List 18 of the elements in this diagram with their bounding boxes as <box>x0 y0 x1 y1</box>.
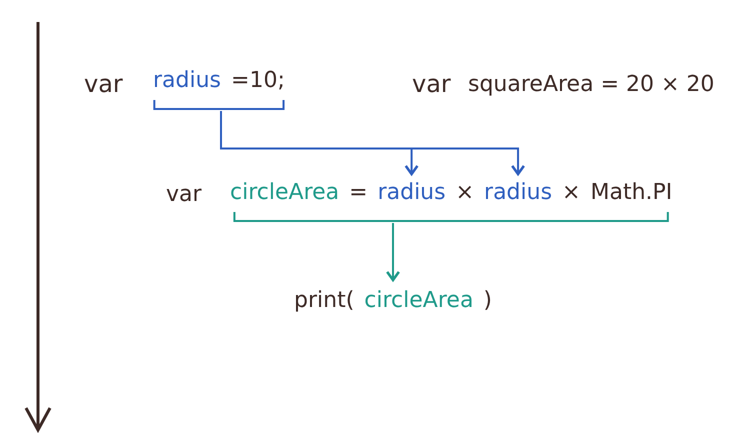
code-text: radius <box>378 179 446 207</box>
code-text: var <box>412 69 451 100</box>
code-text: ) <box>483 287 492 315</box>
code-text: print( <box>294 287 354 315</box>
code-text: Math.PI <box>590 179 672 207</box>
code-text: var <box>84 69 123 100</box>
code-text: × <box>456 179 474 207</box>
code-text: radius <box>484 179 552 207</box>
code-text: × <box>562 179 580 207</box>
code-text: =10; <box>231 67 285 95</box>
code-text: radius <box>153 67 222 95</box>
arrow <box>220 111 526 176</box>
code-text: = <box>349 179 368 207</box>
code-text: circleArea <box>230 179 340 207</box>
code-text: circleArea <box>364 287 474 315</box>
arrow <box>386 223 400 282</box>
code-text: squareArea = 20 × 20 <box>468 71 714 99</box>
code-text: var <box>166 181 202 209</box>
